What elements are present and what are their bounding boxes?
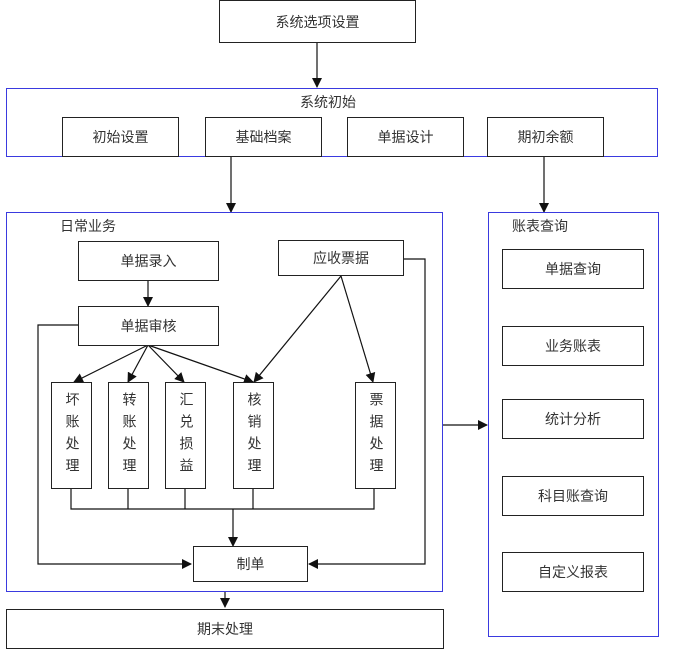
edge-bus-merge [70,488,375,510]
bill-processing-box[interactable]: 票据处理 [355,382,396,489]
custom-reports-label: 自定义报表 [538,565,608,581]
edge-bills-to-billproc [340,275,376,383]
voucher-making-label: 制单 [236,557,265,573]
statistical-analysis-label: 统计分析 [545,412,601,428]
business-reports-label: 业务账表 [545,339,601,355]
init-settings-label: 初始设置 [92,130,149,146]
system-init-label: 系统初始 [300,95,356,111]
document-review-box[interactable]: 单据审核 [78,306,219,346]
reports-label: 账表查询 [512,219,568,235]
subject-ledger-query-box[interactable]: 科目账查询 [502,476,644,516]
opening-balance-label: 期初余额 [517,130,574,146]
write-off-label: 核销处理 [245,391,262,480]
edge-review-to-transfer [127,344,149,383]
daily-business-label: 日常业务 [60,219,116,235]
document-design-box[interactable]: 单据设计 [347,117,464,157]
bad-debt-box[interactable]: 坏账处理 [51,382,92,489]
bill-processing-label: 票据处理 [367,391,384,480]
period-end-box[interactable]: 期末处理 [6,609,444,649]
basic-archives-box[interactable]: 基础档案 [205,117,322,157]
edge-review-to-exchange [147,344,185,383]
edge-review-to-writeoff [147,344,254,384]
subject-ledger-query-label: 科目账查询 [538,489,608,505]
edge-review-to-voucher [37,324,192,569]
edge-review-to-baddebt [73,344,149,383]
write-off-box[interactable]: 核销处理 [233,382,274,489]
system-init-group [6,88,658,157]
edge-bills-to-voucher [308,258,426,569]
statistical-analysis-box[interactable]: 统计分析 [502,399,644,439]
system-options-box[interactable]: 系统选项设置 [219,0,416,43]
receivable-bills-box[interactable]: 应收票据 [278,240,404,276]
document-review-label: 单据审核 [120,319,177,335]
document-entry-label: 单据录入 [120,254,177,270]
document-design-label: 单据设计 [377,130,434,146]
period-end-label: 期末处理 [197,622,253,638]
daily-business-group [6,212,443,592]
custom-reports-box[interactable]: 自定义报表 [502,552,644,592]
bad-debt-label: 坏账处理 [63,391,80,480]
voucher-making-box[interactable]: 制单 [193,546,308,582]
document-query-box[interactable]: 单据查询 [502,249,644,289]
init-settings-box[interactable]: 初始设置 [62,117,179,157]
receivable-bills-label: 应收票据 [313,251,369,267]
system-options-label: 系统选项设置 [275,14,360,31]
reports-group [488,212,659,637]
edge-bills-to-writeoff [253,275,342,383]
exchange-gain-loss-box[interactable]: 汇兑损益 [165,382,206,489]
basic-archives-label: 基础档案 [235,130,292,146]
business-reports-box[interactable]: 业务账表 [502,326,644,366]
exchange-gain-loss-label: 汇兑损益 [177,391,194,480]
transfer-box[interactable]: 转账处理 [108,382,149,489]
document-query-label: 单据查询 [545,262,601,278]
opening-balance-box[interactable]: 期初余额 [487,117,604,157]
document-entry-box[interactable]: 单据录入 [78,241,219,281]
transfer-label: 转账处理 [120,391,137,480]
